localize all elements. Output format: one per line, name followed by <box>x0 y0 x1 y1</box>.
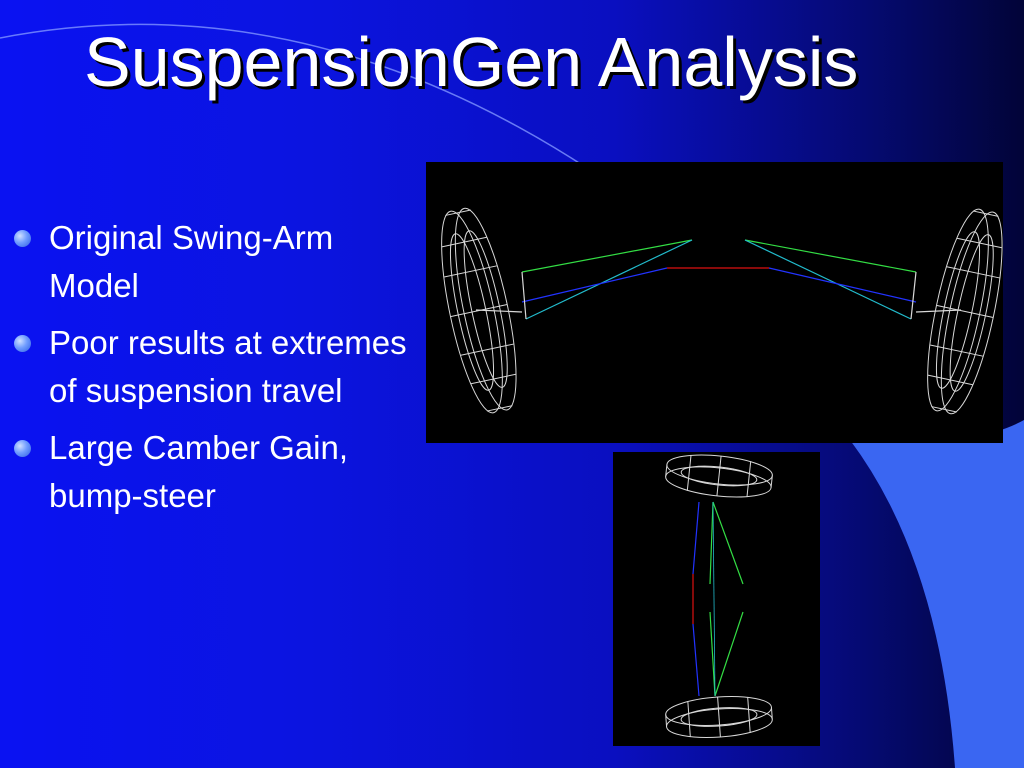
bullet-item: Original Swing-Arm Model <box>14 214 419 310</box>
bullet-item: Large Camber Gain, bump-steer <box>14 424 419 520</box>
bullet-dot-icon <box>14 335 31 352</box>
bullet-text: Original Swing-Arm Model <box>49 219 334 304</box>
tie-rod-right <box>768 267 917 303</box>
bottom-wheel-wireframe <box>665 696 773 738</box>
right-wheel-wireframe <box>927 208 1003 415</box>
bullet-list: Original Swing-Arm Model Poor results at… <box>14 214 419 529</box>
slide-title: SuspensionGen Analysis <box>84 23 859 101</box>
top-wheel-wireframe <box>665 454 773 498</box>
suspension-links <box>475 239 962 320</box>
upper-arm-left <box>521 239 693 273</box>
lower-arm-right <box>744 239 912 320</box>
upper-arm-right <box>744 239 917 273</box>
front-view-image <box>426 162 1003 443</box>
upright-right <box>910 271 917 320</box>
upright-left <box>521 271 527 320</box>
background-arc <box>0 23 591 171</box>
bullet-dot-icon <box>14 230 31 247</box>
bullet-dot-icon <box>14 440 31 457</box>
bullet-text: Large Camber Gain, bump-steer <box>49 429 348 514</box>
accent-shape <box>850 420 1024 768</box>
top-view-image <box>613 452 820 746</box>
bullet-item: Poor results at extremes of suspension t… <box>14 319 419 415</box>
tie-rod-left <box>521 267 668 303</box>
bullet-text: Poor results at extremes of suspension t… <box>49 324 407 409</box>
top-view-links <box>692 501 744 697</box>
lower-arm-left <box>525 239 693 320</box>
left-wheel-wireframe <box>441 207 517 414</box>
